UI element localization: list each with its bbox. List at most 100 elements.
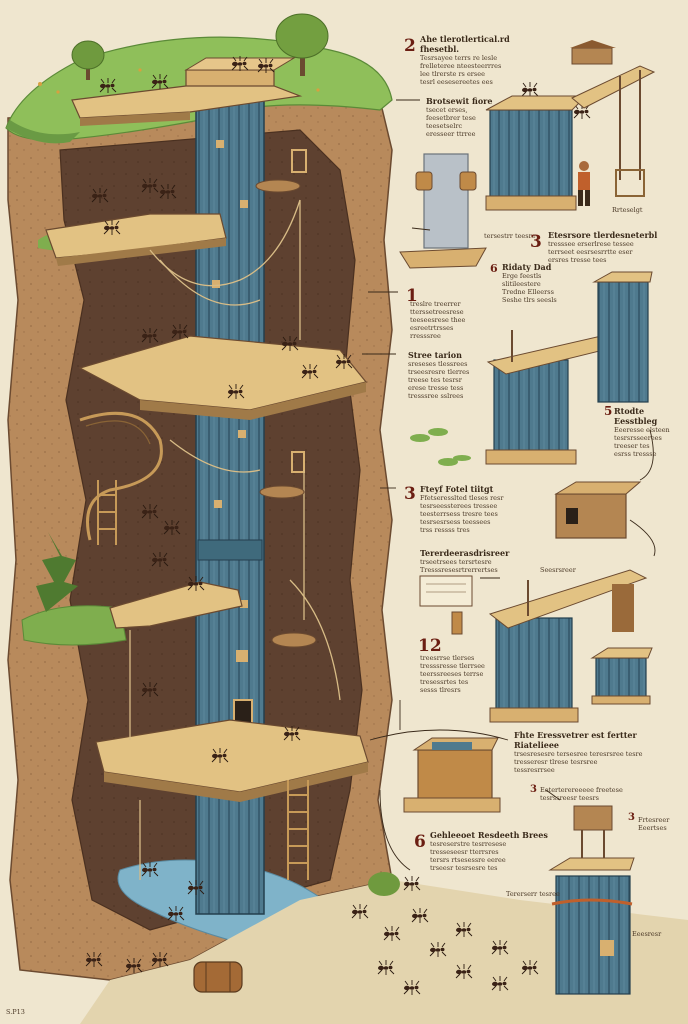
platform-level-4 [95,719,369,802]
callout-number: 5 [604,404,613,418]
platform-top [71,85,303,126]
callout-line: tresseseesr tterrsres [430,848,499,856]
callout-line: tesrseessterees tressee [420,502,498,510]
callout-line: tresssree sslrees [408,392,464,400]
ant-icon [171,324,189,339]
crate-label: Seesrsreer [540,566,576,574]
callout-title: Rtodte Eesstbleg [614,406,658,426]
model-tower-bridge [485,40,656,211]
ant-icon [151,552,169,567]
callout-number: 1 [406,286,418,306]
leader-lines [362,99,656,871]
callout-line: Eeeresse elsteen [614,426,670,434]
hut-label: Rrteselgt [612,206,643,214]
ant-icon [141,504,159,519]
callout-number: 3 [530,784,537,795]
model-small-tower [590,647,653,705]
ant-icon [103,220,121,235]
callout-title: Fhte Eressvetrer est fertter Riatelieee [514,730,637,750]
callout-4: Ridaty Dad Erge feestls slitileestere Tr… [502,262,582,304]
base-label: tersestrr teesre [484,232,536,240]
model-tower-tank [485,271,653,465]
callout-line: teerssreeses terrse [420,670,484,678]
ant-icon [403,980,421,995]
callout-line: trseesresre tlerres [408,368,470,376]
ant-icon [573,104,591,119]
ant-icon [141,682,159,697]
ant-icon [125,958,143,973]
platform-level-1 [45,213,227,266]
ant-icon [429,942,447,957]
blueprint-sheet [419,575,473,635]
rope-icon [129,199,341,880]
callout-title: Gehleeoet Resdeeth Brees [430,830,548,840]
ant-icon [335,354,353,369]
callout-line: treese tes tesrsr [408,376,462,384]
ant-icon [187,880,205,895]
ant-icon [159,184,177,199]
callout-line: Ffetseresslted tleses resr [420,494,504,502]
callout-13: Gehleeoet Resdeeth Brees tesreserstre te… [430,830,560,872]
callout-line: esrss tressse [614,450,657,458]
ant-icon [521,960,539,975]
callout-line: tresssresse tlerrsee [420,662,485,670]
callout-line: treslre treerrer [410,300,461,308]
callout-line: Eeterterereeeee freetese [540,786,623,794]
ant-icon [301,364,319,379]
callout-number: 6 [414,832,426,852]
ant-group [85,56,591,995]
ant-icon [163,520,181,535]
callout-line: tesrsesrsess teessees [420,518,491,526]
ant-icon [281,336,299,351]
callout-line: teesterrsess tresre tees [420,510,498,518]
callout-number: 3 [628,812,635,823]
ant-icon [167,906,185,921]
ant-icon [141,178,159,193]
ant-icon [403,876,421,891]
callout-line: tesrssreesr teesrs [540,794,599,802]
ant-icon [411,908,429,923]
callout-line: tessresrrsee [514,766,555,774]
callout-line: slitileestere [502,280,541,288]
callout-5: treslre treerrer tterssetreesrese teesee… [410,300,486,340]
callout-2: Brotsewit fiore tsecet erses, feesetbrer… [426,96,496,138]
callout-number: 6 [490,262,498,275]
callout-line: eresseer ttrree [426,130,476,138]
grass-ledge [21,532,127,646]
callout-12: Eeterterereeeee freetese tesrssreesr tee… [540,786,660,802]
callout-title: Etesrsore tlerdesneterbl [548,230,658,240]
pulley-icon [259,485,305,499]
ant-icon [491,976,509,991]
barrel-icon [193,961,243,993]
ant-icon [231,56,249,71]
callout-number: 2 [404,36,416,56]
ant-icon [377,960,395,975]
callout-title: Fteyf Fotel tiitgt [420,484,494,494]
callout-line: treesrrse tlerses [420,654,475,662]
ant-icon [141,862,159,877]
callout-line: tresseresr tlrese tesrsree [514,758,598,766]
callout-line: tesrl eesesereetes ees [420,78,493,86]
model-column [399,153,487,269]
callout-number: 3 [530,232,542,252]
ant-icon [85,952,103,967]
tower-label: Eeesresr [632,930,662,938]
ant-icon [187,576,205,591]
callout-6: Stree tarion sreseses tlessrees trseesre… [408,350,488,400]
crate-icon [554,481,642,539]
callout-line: tterssetreesrese [410,308,464,316]
callout-1: Ahe tlerotlertical.rd fhesetbl. Tesrsaye… [420,34,550,86]
ant-icon [257,58,275,73]
ant-icon [91,188,109,203]
callout-11: Fhte Eressvetrer est fertter Riatelieee … [514,730,684,774]
callout-line: tersrs rtsesessre eeree [430,856,506,864]
callout-7: Rtodte Eesstbleg Eeeresse elsteen tesrsr… [614,406,686,458]
callout-line: treeser tes [614,442,650,450]
callout-line: tesreserstre tesrresese [430,840,507,848]
callout-line: tesrsrsseerees [614,434,662,442]
ant-icon [455,922,473,937]
model-tower-beam [488,569,648,723]
ant-icon [491,940,509,955]
